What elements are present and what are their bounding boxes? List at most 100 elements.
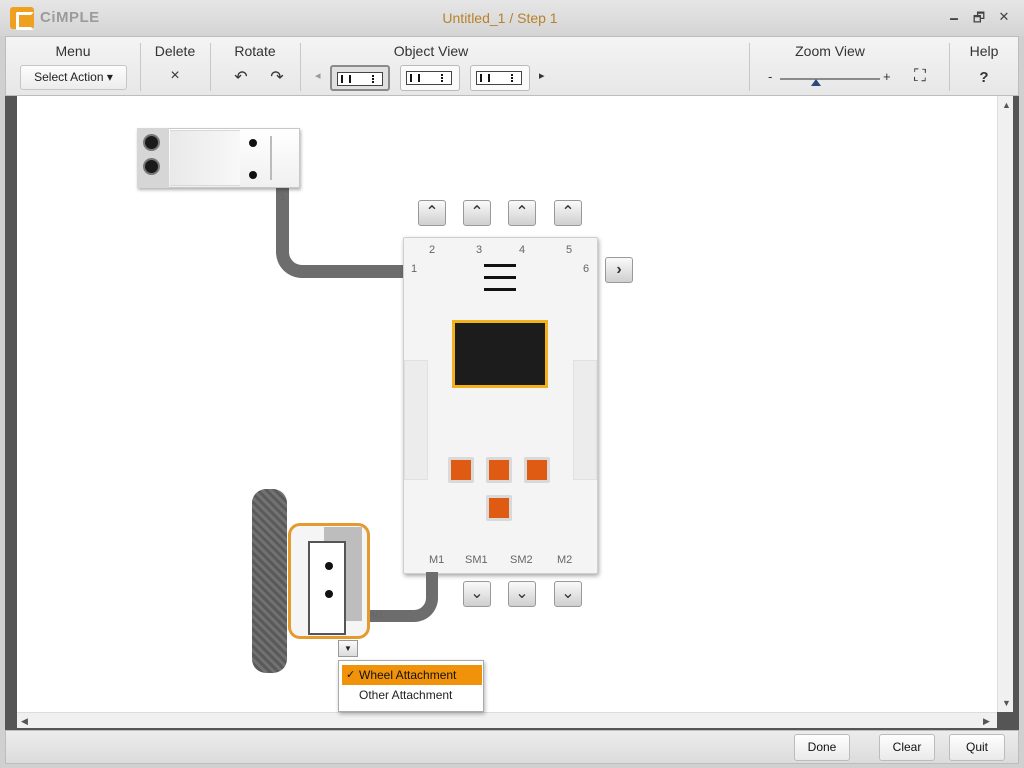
dropdown-item-other-attachment[interactable]: Other Attachment [342,685,482,705]
help-icon[interactable]: ? [979,69,989,86]
checkmark-icon: ✓ [346,669,356,681]
toolbar: Menu Select Action ▾ Delete × Rotate ↶ ↷… [5,36,1019,96]
quit-button[interactable]: Quit [949,734,1005,761]
scroll-down-icon[interactable]: ▼ [1002,698,1011,708]
port-sm1-down-button[interactable]: ⌄ [463,581,491,607]
port-label-4: 4 [519,244,526,256]
controller-menu-icon [484,264,516,267]
rotate-group: Rotate ↶ ↷ [211,37,299,95]
port-label-m2: M2 [557,554,573,566]
port-2-up-button[interactable]: ⌃ [418,200,446,226]
rotate-label: Rotate [234,43,276,59]
port-m2-down-button[interactable]: ⌄ [554,581,582,607]
port-3-up-button[interactable]: ⌃ [463,200,491,226]
controller-button-down[interactable] [486,495,512,521]
controller-screen [452,320,548,388]
controller-thumb-icon [406,71,452,85]
delete-label: Delete [154,43,196,59]
toolbar-divider [749,43,750,91]
vertical-scrollbar[interactable]: ▲ ▼ [997,96,1013,712]
window-title: Untitled_1 / Step 1 [442,10,558,26]
restore-button[interactable]: 🗗 [972,10,986,25]
object-view-next-icon[interactable]: ▸ [539,70,545,82]
controller-thumb-icon [476,71,522,85]
bottom-bar: Done Clear Quit [5,730,1019,764]
scroll-right-icon[interactable]: ▶ [983,716,990,726]
motor[interactable] [308,541,346,635]
port-label-3: 3 [476,244,483,256]
app-name: CiMPLE [40,9,100,26]
port-sm2-down-button[interactable]: ⌄ [508,581,536,607]
help-label: Help [969,43,999,59]
port-5-up-button[interactable]: ⌃ [554,200,582,226]
zoom-view-group: Zoom View - + ⛶ [750,37,949,95]
clear-button[interactable]: Clear [879,734,935,761]
motor-mount-dot [325,590,333,598]
controller-button-left[interactable] [448,457,474,483]
menu-label: Menu [55,43,91,59]
object-view-group: Object View ◂ ▸ [301,37,749,95]
horizontal-scrollbar[interactable]: ◀ ▶ [17,712,997,728]
object-view-thumb-1[interactable] [330,65,390,91]
done-button[interactable]: Done [794,734,850,761]
zoom-view-label: Zoom View [795,43,865,59]
select-action-dropdown[interactable]: Select Action ▾ [20,65,127,90]
dropdown-item-wheel-attachment[interactable]: ✓ Wheel Attachment [342,665,482,685]
dropdown-item-label: Wheel Attachment [359,668,457,682]
controller-button-center[interactable] [486,457,512,483]
sensor-mount-dot [249,171,257,179]
fit-to-screen-icon[interactable]: ⛶ [914,66,926,85]
sensor-eye-icon [143,158,160,175]
zoom-in-icon[interactable]: + [883,69,891,84]
help-group: Help ? [950,37,1018,95]
title-bar: CiMPLE Untitled_1 / Step 1 🗕 🗗 ✕ [0,0,1024,36]
scroll-up-icon[interactable]: ▲ [1002,100,1011,110]
rotate-ccw-icon[interactable]: ↶ [234,69,248,86]
controller-menu-icon [484,276,516,279]
port-label-5: 5 [566,244,573,256]
sensor-port-label: 1 [280,192,286,202]
sensor-eyes [137,128,169,188]
wheel[interactable] [252,489,287,673]
motor-mount-dot [325,562,333,570]
controller-thumb-icon [337,72,383,86]
rotate-cw-icon[interactable]: ↷ [270,69,284,86]
attachment-dropdown-menu: ✓ Wheel Attachment Other Attachment [338,660,484,712]
sensor-housing [170,130,240,186]
zoom-out-icon[interactable]: - [768,69,773,84]
controller-side-panel [404,360,428,480]
minimize-button[interactable]: 🗕 [949,10,959,25]
close-button[interactable]: ✕ [998,9,1010,24]
object-view-label: Object View [393,43,469,59]
motor-cable [370,572,438,622]
port-label-m1: M1 [429,554,445,566]
toolbar-divider [210,43,211,91]
cimple-logo-icon [10,7,34,30]
menu-group: Menu Select Action ▾ [6,37,140,95]
port-label-sm1: SM1 [465,554,488,566]
workspace-frame: ▲ ▼ ◀ ▶ [5,96,1019,730]
delete-group: Delete × [141,37,209,95]
controller-button-right[interactable] [524,457,550,483]
attachment-dropdown-toggle[interactable]: ▼ [338,640,358,657]
sensor-mount-dot [249,139,257,147]
motor-port-label: M1 [371,610,384,620]
object-view-thumb-2[interactable] [400,65,460,91]
port-label-sm2: SM2 [510,554,533,566]
zoom-slider-thumb[interactable] [811,79,821,86]
port-label-2: 2 [429,244,436,256]
port-4-up-button[interactable]: ⌃ [508,200,536,226]
toolbar-divider [949,43,950,91]
object-view-thumb-3[interactable] [470,65,530,91]
toolbar-divider [300,43,301,91]
port-6-right-button[interactable]: › [605,257,633,283]
sensor-edge [270,136,272,180]
toolbar-divider [140,43,141,91]
dropdown-item-label: Other Attachment [359,688,453,702]
scroll-left-icon[interactable]: ◀ [21,716,28,726]
zoom-slider[interactable] [780,78,880,80]
delete-icon[interactable]: × [170,67,180,84]
object-view-prev-icon[interactable]: ◂ [315,70,321,82]
controller-side-panel [573,360,597,480]
